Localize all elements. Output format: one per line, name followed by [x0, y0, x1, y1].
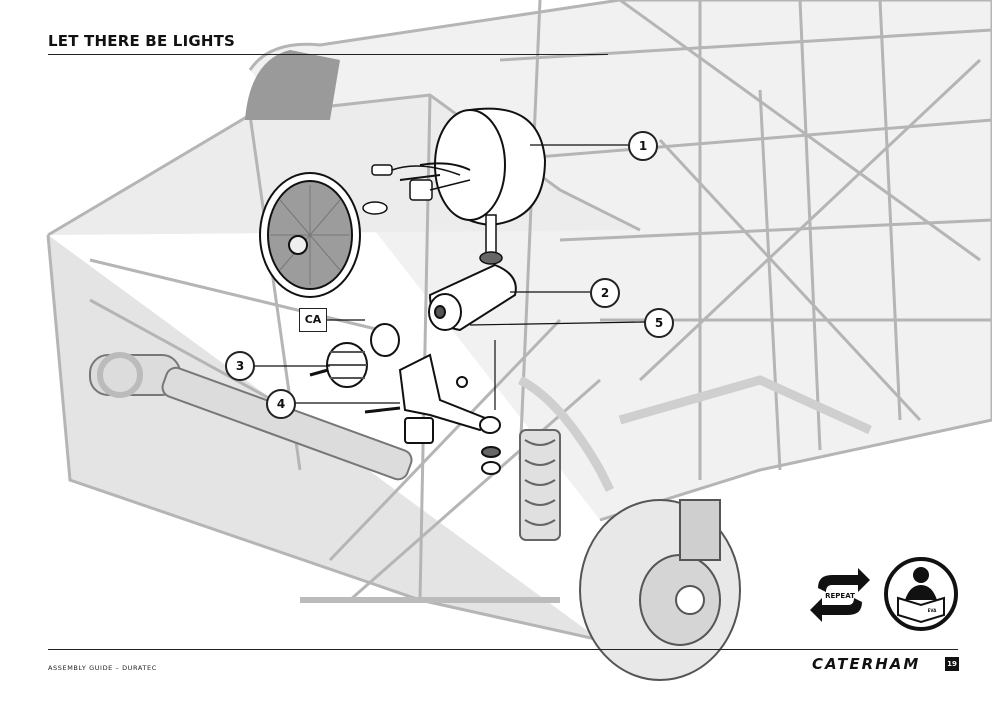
read-manual-icon: EVA	[884, 557, 958, 631]
headlamp-bowl	[399, 107, 547, 227]
page-number: 19	[945, 657, 959, 671]
guide-label: ASSEMBLY GUIDE – DURATEC	[48, 664, 157, 672]
leader-lines	[255, 144, 646, 410]
title-rule	[48, 54, 608, 55]
wheel-arch	[245, 50, 340, 120]
mounting-plate	[364, 353, 501, 475]
page-title: LET THERE BE LIGHTS	[48, 32, 236, 50]
brand-logo: CATERHAM	[812, 655, 921, 673]
footer-rule	[48, 649, 958, 650]
callout-4: 4	[266, 389, 296, 419]
brake-disc-hub	[579, 499, 741, 681]
repeat-label: REPEAT	[825, 592, 855, 600]
callout-5: 5	[644, 308, 674, 338]
headlamp-bracket	[428, 263, 517, 332]
bulb-connector	[362, 164, 471, 215]
ca-label: CA	[299, 308, 327, 332]
headlamp-lens	[259, 172, 361, 298]
front-suspension	[300, 375, 872, 603]
repeat-icon: REPEAT	[810, 568, 870, 622]
steering-rack	[89, 352, 413, 481]
callout-1: 1	[628, 131, 658, 161]
mounting-stud	[479, 214, 503, 265]
callout-3: 3	[225, 351, 255, 381]
callout-2: 2	[590, 278, 620, 308]
chassis-frame	[46, 0, 992, 642]
indicator-lamp	[309, 323, 400, 388]
manual-label: EVA	[928, 608, 938, 613]
